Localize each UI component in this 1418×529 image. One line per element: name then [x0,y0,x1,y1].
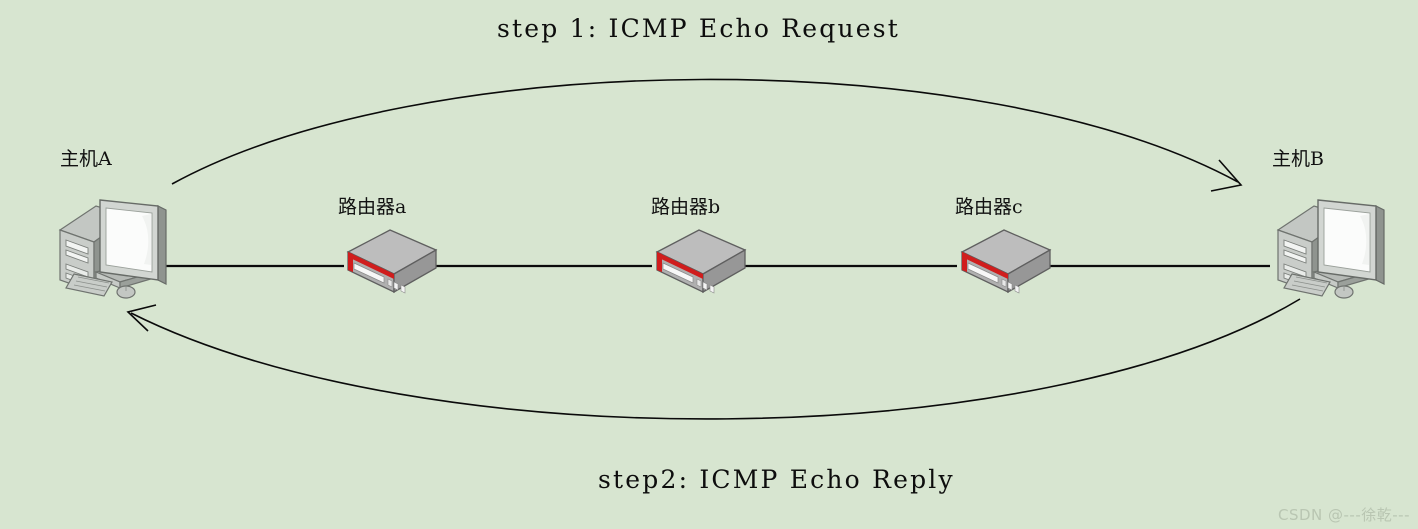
icmp-echo-reply-arrow [126,298,1301,420]
host-b-label: 主机B [1272,148,1324,170]
host-a-icon [59,199,167,299]
router-c-icon [961,229,1051,294]
step1-title: step 1: ICMP Echo Request [497,14,901,43]
request-arc-path [171,78,1239,185]
csdn-watermark: CSDN @---徐乾--- [1277,506,1410,524]
reply-arc-path [130,298,1301,420]
router-c-label: 路由器c [955,196,1023,218]
router-b-label: 路由器b [651,196,721,218]
reply-arrowhead [126,304,157,332]
step2-title: step2: ICMP Echo Reply [598,465,955,494]
request-arrowhead [1210,159,1243,192]
router-b-icon [656,229,746,294]
router-a-label: 路由器a [338,196,407,218]
icmp-echo-request-arrow [171,78,1243,192]
host-b-icon [1277,199,1385,299]
router-a-icon [347,229,437,294]
host-a-label: 主机A [60,148,112,170]
